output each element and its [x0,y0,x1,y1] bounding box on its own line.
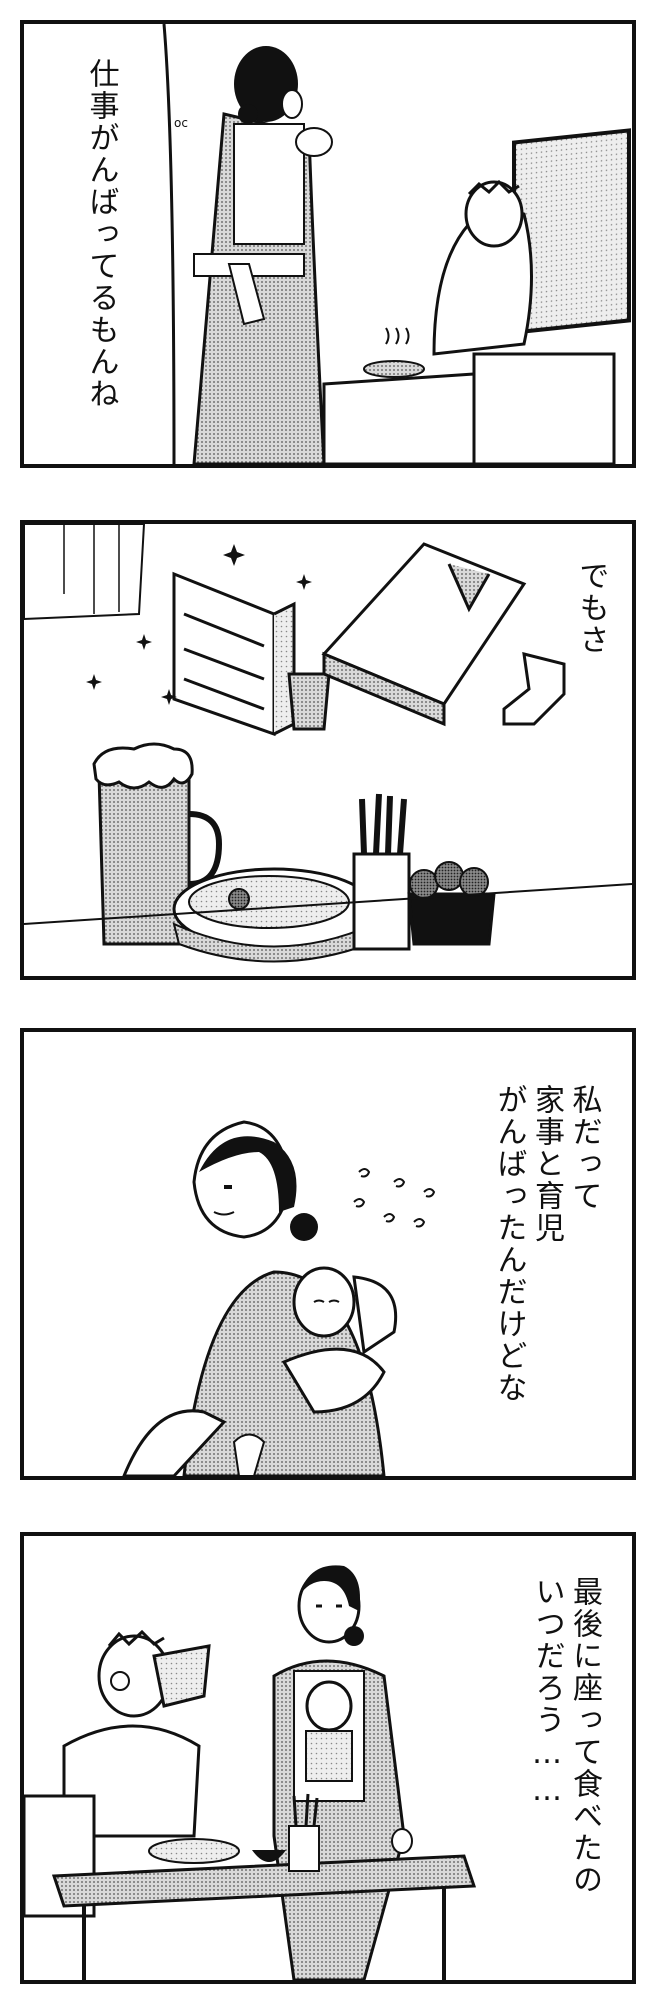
curry-plate [172,867,376,963]
father-figure [24,1629,211,1918]
panel-3-illustration [122,1120,436,1476]
panel-1-illustration [162,24,631,464]
dialogue-line-3: がんばったんだけどな [491,1084,527,1404]
table [51,1793,477,1980]
sound-effect: oc [174,116,188,130]
mother-figure [272,1565,413,1980]
father-figure [322,128,631,464]
mother-figure [192,46,333,464]
sweat-marks [353,1168,436,1228]
comic-panel-2: でもさ [20,520,636,980]
mother-figure [122,1120,398,1476]
comic-panel-1: 仕事がんばってるもんね oc [20,20,636,468]
beer-mug [92,742,223,946]
comic-panel-3: 私だって 家事と育児 がんばったんだけどな [20,1028,636,1480]
panel-4-illustration [24,1565,477,1980]
dialogue-text: 私だって 家事と育児 がんばったんだけどな [490,1084,603,1404]
comic-panel-4: 最後に座って食べたの いつだろう…… [20,1532,636,1984]
panel-2-illustration [24,524,632,963]
dialogue-line-2: いつだろう…… [529,1576,565,1810]
dialogue-text: でもさ [573,560,609,656]
fried-food-bowl [407,861,496,946]
shelf [172,571,296,737]
sparkles [86,544,312,705]
dialogue-text: 仕事がんばってるもんね [83,58,119,410]
dialogue-line-2: 家事と育児 [529,1084,564,1244]
dialogue-line-1: 私だって [566,1084,602,1212]
dialogue-line-1: 最後に座って食べたの [567,1576,602,1896]
dialogue-text: 最後に座って食べたの いつだろう…… [528,1576,603,1896]
utensil-cup [352,793,411,951]
folded-laundry [321,542,566,727]
